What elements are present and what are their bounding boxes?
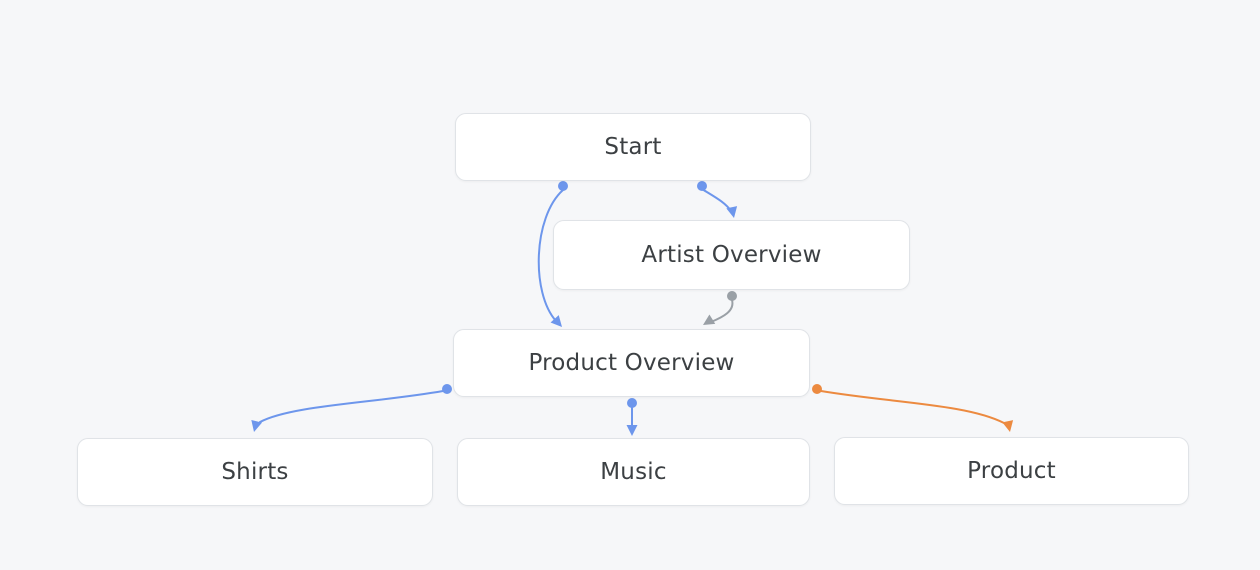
node-product-overview-label: Product Overview [528, 350, 735, 376]
arrowhead-icon [1002, 420, 1014, 432]
edge-source-port-dot [442, 384, 452, 394]
node-music-label: Music [600, 459, 667, 485]
node-shirts[interactable]: Shirts [77, 438, 433, 506]
node-product-label: Product [967, 458, 1056, 484]
edge-artist-overview-to-product-overview [703, 291, 737, 325]
edge-source-port-dot [812, 384, 822, 394]
edge-line [820, 390, 1005, 424]
node-start[interactable]: Start [455, 113, 811, 181]
edge-source-port-dot [627, 398, 637, 408]
edge-source-port-dot [558, 181, 568, 191]
edge-source-port-dot [697, 181, 707, 191]
node-start-label: Start [604, 134, 662, 160]
arrowhead-icon [251, 419, 262, 432]
arrowhead-icon [626, 425, 638, 436]
edge-line [259, 390, 444, 423]
arrowhead-icon [703, 314, 716, 325]
edge-line [701, 188, 732, 212]
node-artist-overview-label: Artist Overview [641, 242, 822, 268]
node-music[interactable]: Music [457, 438, 810, 506]
node-product[interactable]: Product [834, 437, 1189, 505]
edge-product-overview-to-shirts [251, 384, 452, 432]
edge-start-to-product-overview [537, 181, 568, 327]
edge-line [710, 299, 734, 323]
edge-product-overview-to-product [812, 384, 1014, 432]
arrowhead-icon [550, 315, 562, 327]
node-artist-overview[interactable]: Artist Overview [553, 220, 910, 290]
arrowhead-icon [726, 206, 738, 218]
edge-start-to-artist-overview [697, 181, 738, 218]
edge-line [537, 189, 564, 322]
edge-product-overview-to-music [626, 398, 638, 436]
node-shirts-label: Shirts [221, 459, 289, 485]
edge-source-port-dot [727, 291, 737, 301]
node-product-overview[interactable]: Product Overview [453, 329, 810, 397]
